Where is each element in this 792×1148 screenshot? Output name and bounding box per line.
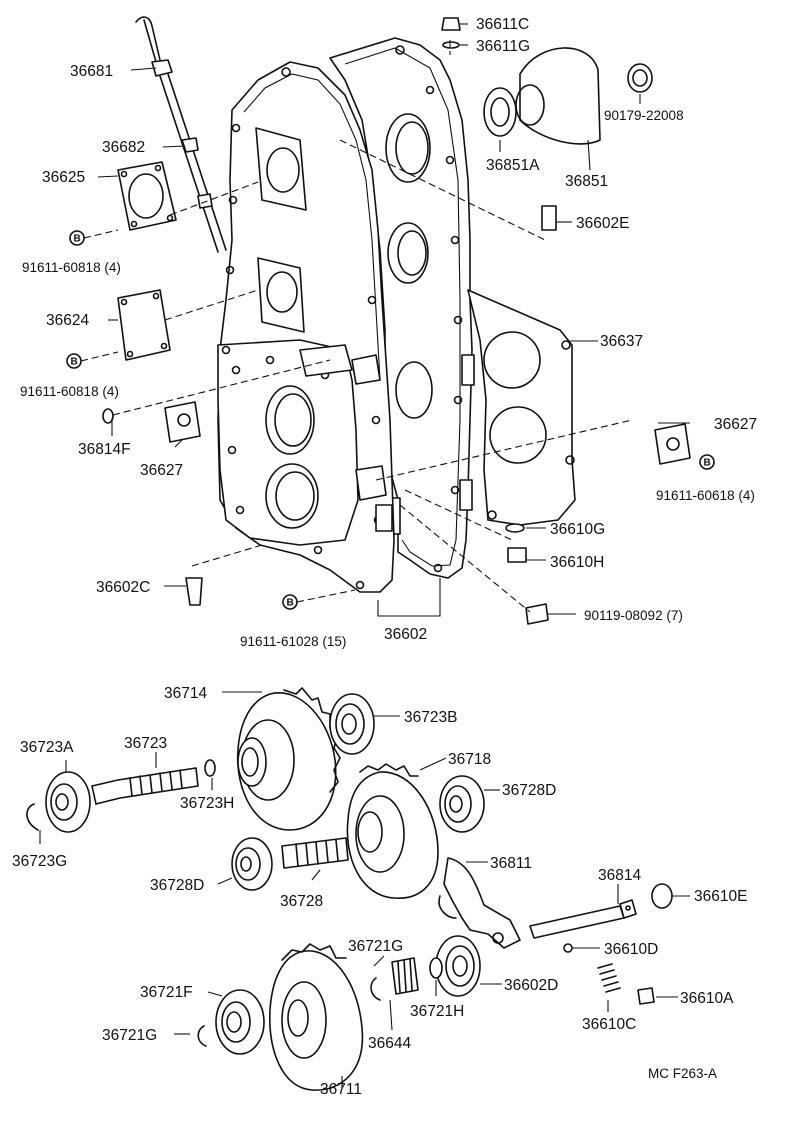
callout-36625: 36625	[42, 169, 85, 186]
plate-36624	[117, 289, 171, 361]
bearing-36721f	[197, 989, 265, 1055]
callout-36723g: 36723G	[12, 853, 67, 870]
callout-36627-left: 36627	[140, 462, 183, 479]
bearing-36602d	[435, 935, 481, 997]
ball-36610d	[563, 943, 573, 953]
callout-36721h: 36721H	[410, 1003, 464, 1020]
svg-text:B: B	[71, 357, 78, 368]
callout-36723: 36723	[124, 735, 167, 752]
callout-90119-08092: 90119-08092 (7)	[584, 608, 683, 623]
shift-fork-36811	[438, 857, 521, 949]
bolt-marker-3: B	[699, 454, 715, 470]
callout-36602d: 36602D	[504, 977, 558, 994]
callout-36610a: 36610A	[680, 990, 734, 1007]
callout-36610h: 36610H	[550, 554, 604, 571]
callout-36611c: 36611C	[476, 16, 529, 33]
shaft-36723	[26, 759, 216, 833]
callout-36602c: 36602C	[96, 579, 150, 596]
callout-36682: 36682	[102, 139, 145, 156]
callout-91611-60818-b: 91611-60818 (4)	[20, 384, 119, 399]
small-cover-36627-left	[164, 401, 201, 443]
svg-text:B: B	[287, 598, 294, 609]
svg-text:B: B	[704, 458, 711, 469]
callout-91611-60818-a: 91611-60818 (4)	[22, 260, 121, 275]
nut-36610h	[507, 547, 527, 563]
gasket	[467, 289, 576, 526]
bolt-marker-1: B	[69, 230, 85, 246]
front-case	[217, 61, 395, 593]
callout-36814: 36814	[598, 867, 641, 884]
callout-36723h: 36723H	[180, 795, 234, 812]
callout-91611-60618: 91611-60618 (4)	[656, 488, 755, 503]
svg-text:B: B	[74, 234, 81, 245]
pin-36602c	[185, 577, 203, 606]
bolt-marker-2: B	[66, 353, 82, 369]
callout-36851a: 36851A	[486, 157, 540, 174]
oil-seal-housing-36851	[483, 47, 601, 145]
callout-36637: 36637	[600, 333, 643, 350]
bolt-90119	[525, 603, 549, 625]
cap-36610e	[651, 883, 673, 909]
spring-36610c	[597, 963, 621, 993]
callout-36644: 36644	[368, 1035, 411, 1052]
callout-36723a: 36723A	[20, 739, 74, 756]
sleeve-36644	[370, 957, 443, 1001]
callout-36718: 36718	[448, 751, 491, 768]
bearing-36728d-right	[439, 775, 485, 833]
diagram-code: MC F263-A	[648, 1066, 717, 1081]
callout-36723b: 36723B	[404, 709, 457, 726]
callout-36721f: 36721F	[140, 984, 193, 1001]
callout-36681: 36681	[70, 63, 113, 80]
callout-36721g-top: 36721G	[348, 938, 403, 955]
callout-36602: 36602	[384, 626, 427, 643]
gear-36711	[269, 943, 364, 1091]
plug-36814f	[102, 408, 114, 424]
callout-36610g: 36610G	[550, 521, 605, 538]
gear-36718	[346, 763, 439, 899]
callout-36602e: 36602E	[576, 215, 629, 232]
callout-91611-61028: 91611-61028 (15)	[240, 634, 346, 649]
plug-36610a	[637, 987, 655, 1005]
shaft-36728	[231, 837, 349, 891]
callout-36611g: 36611G	[476, 38, 530, 55]
plug-90179	[627, 63, 653, 93]
callout-36610d: 36610D	[604, 941, 658, 958]
breather-36602e	[541, 205, 557, 231]
callout-36711: 36711	[320, 1081, 362, 1098]
gear-36714	[236, 687, 341, 831]
plug-36611c	[441, 17, 461, 49]
callout-36728d-left: 36728D	[150, 877, 204, 894]
callout-36627-right: 36627	[714, 416, 757, 433]
cover-plate-36625	[117, 161, 177, 231]
callout-36728d-right: 36728D	[502, 782, 556, 799]
bolt-marker-4: B	[282, 594, 298, 610]
callout-36610e: 36610E	[694, 888, 747, 905]
callout-36714: 36714	[164, 685, 207, 702]
callout-36624: 36624	[46, 312, 89, 329]
callout-36811: 36811	[490, 855, 532, 872]
callout-36610c: 36610C	[582, 1016, 636, 1033]
dipstick	[135, 16, 227, 253]
callout-36721g-bottom: 36721G	[102, 1027, 157, 1044]
small-cover-36627-right	[654, 423, 691, 465]
callout-36814f: 36814F	[78, 441, 131, 458]
callout-36728: 36728	[280, 893, 323, 910]
shift-rod-36814	[529, 899, 637, 939]
callout-90179-22008: 90179-22008	[604, 108, 684, 123]
bearing-36723b	[329, 693, 375, 755]
washer-36610g	[505, 523, 525, 533]
callout-36851: 36851	[565, 173, 608, 190]
